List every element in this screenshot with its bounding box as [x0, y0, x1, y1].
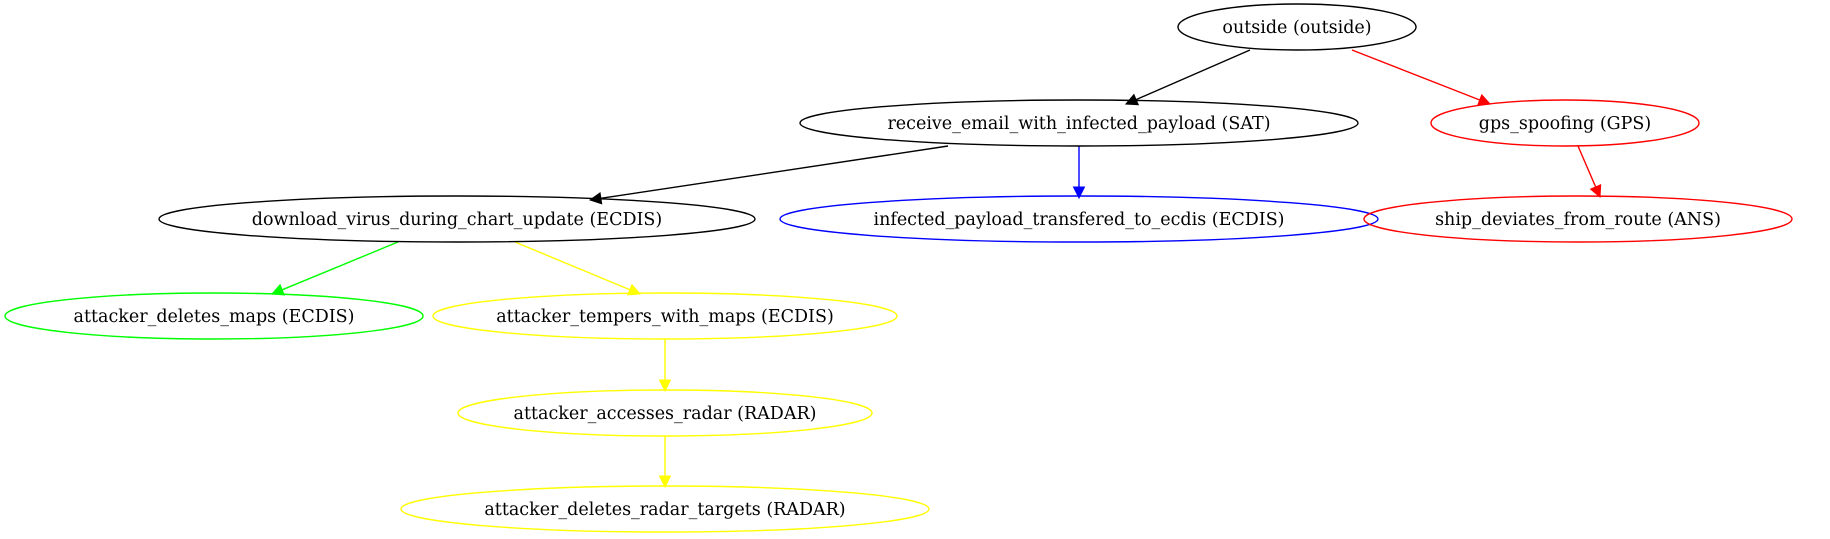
node-label: gps_spoofing (GPS)	[1479, 114, 1652, 134]
node-label: attacker_deletes_maps (ECDIS)	[74, 307, 355, 327]
node-ellipse	[1177, 3, 1417, 51]
node-ellipse	[1430, 99, 1700, 147]
node-label: outside (outside)	[1222, 18, 1371, 38]
node-layer: outside (outside) receive_email_with_infe…	[4, 3, 1793, 533]
node-label: attacker_deletes_radar_targets (RADAR)	[484, 500, 845, 520]
edge-line	[514, 241, 631, 291]
node-infected: infected_payload_transfered_to_ecdis (EC…	[779, 195, 1379, 243]
node-tempmaps: attacker_tempers_with_maps (ECDIS)	[432, 292, 898, 340]
arrowhead-icon	[1124, 93, 1140, 106]
arrowhead-icon	[1072, 186, 1086, 200]
node-ellipse	[158, 195, 756, 243]
edge-radar-to-delradar	[658, 436, 672, 489]
node-label: receive_email_with_infected_payload (SAT…	[887, 114, 1270, 134]
node-ellipse	[4, 292, 424, 340]
node-label: ship_deviates_from_route (ANS)	[1435, 210, 1721, 230]
node-ellipse	[432, 292, 898, 340]
arrowhead-icon	[658, 379, 672, 393]
node-label: infected_payload_transfered_to_ecdis (EC…	[873, 210, 1284, 230]
node-ellipse	[779, 195, 1379, 243]
edge-download-to-delmaps	[270, 241, 399, 296]
node-label: download_virus_during_chart_update (ECDI…	[252, 210, 662, 230]
node-ellipse	[457, 389, 873, 437]
edge-gps-to-deviate	[1577, 145, 1602, 199]
node-download: download_virus_during_chart_update (ECDI…	[158, 195, 756, 243]
node-email: receive_email_with_infected_payload (SAT…	[799, 99, 1359, 147]
node-ellipse	[1363, 195, 1793, 243]
arrowhead-icon	[658, 475, 672, 489]
edge-download-to-tempmaps	[514, 241, 642, 296]
node-delradar: attacker_deletes_radar_targets (RADAR)	[400, 485, 930, 533]
node-deviate: ship_deviates_from_route (ANS)	[1363, 195, 1793, 243]
edge-line	[281, 241, 399, 291]
edge-outside-to-email	[1124, 49, 1251, 106]
node-label: attacker_accesses_radar (RADAR)	[514, 404, 817, 424]
edge-line	[1351, 49, 1481, 101]
edge-line	[600, 145, 949, 200]
edge-line	[1135, 49, 1251, 101]
edge-layer	[270, 49, 1602, 489]
edge-outside-to-gps	[1351, 49, 1492, 106]
node-radar: attacker_accesses_radar (RADAR)	[457, 389, 873, 437]
edge-tempmaps-to-radar	[658, 339, 672, 393]
edge-email-to-download	[588, 145, 949, 205]
arrowhead-icon	[1589, 183, 1602, 199]
arrowhead-icon	[626, 283, 642, 296]
node-outside: outside (outside)	[1177, 3, 1417, 51]
edge-email-to-infected	[1072, 146, 1086, 200]
node-ellipse	[400, 485, 930, 533]
node-label: attacker_tempers_with_maps (ECDIS)	[496, 307, 834, 327]
edge-line	[1577, 145, 1597, 188]
node-ellipse	[799, 99, 1359, 147]
node-delmaps: attacker_deletes_maps (ECDIS)	[4, 292, 424, 340]
node-gps: gps_spoofing (GPS)	[1430, 99, 1700, 147]
